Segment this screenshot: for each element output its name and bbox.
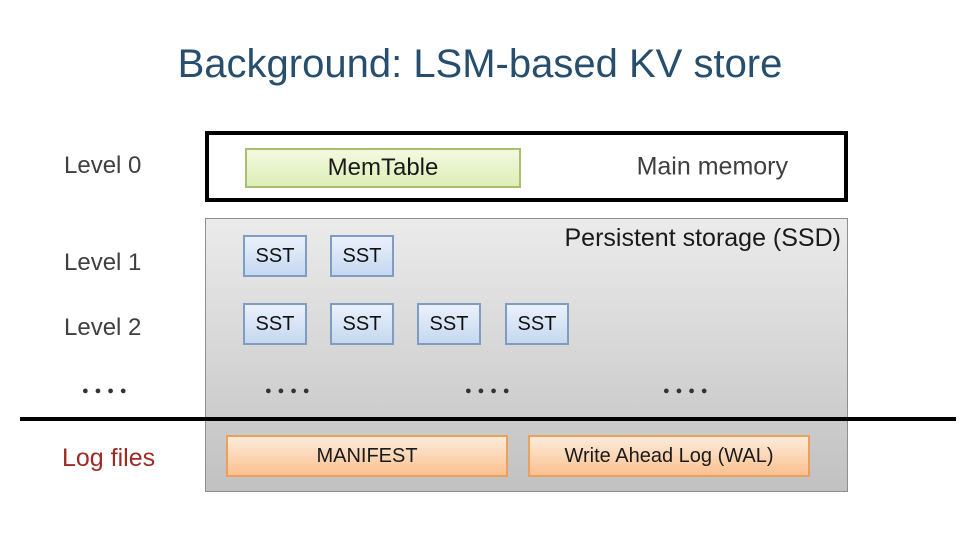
sst-box: SST — [243, 303, 307, 345]
ellipsis-dots: ●●●● — [82, 385, 133, 397]
log-files-label: Log files — [62, 444, 156, 472]
sst-box: SST — [243, 235, 307, 277]
memtable-label: MemTable — [327, 154, 439, 181]
sst-box: SST — [330, 235, 394, 277]
ellipsis-dots: ●●●● — [265, 385, 316, 397]
sst-label: SST — [342, 245, 382, 267]
ellipsis-dots: ●●●● — [663, 385, 714, 397]
level-2-label: Level 2 — [64, 314, 142, 341]
manifest-box: MANIFEST — [226, 435, 508, 477]
memtable-box: MemTable — [245, 148, 521, 188]
main-memory-label: Main memory — [636, 152, 788, 180]
manifest-label: MANIFEST — [316, 445, 418, 467]
level-1-label: Level 1 — [64, 249, 142, 276]
sst-label: SST — [255, 313, 295, 335]
sst-label: SST — [342, 313, 382, 335]
sst-label: SST — [255, 245, 295, 267]
separator-line — [20, 417, 956, 421]
sst-box: SST — [330, 303, 394, 345]
ellipsis-dots: ●●●● — [465, 385, 516, 397]
level-0-label: Level 0 — [64, 152, 142, 179]
sst-box: SST — [417, 303, 481, 345]
main-memory-box: MemTable Main memory — [205, 131, 848, 202]
wal-box: Write Ahead Log (WAL) — [528, 435, 810, 477]
sst-label: SST — [517, 313, 557, 335]
slide-title: Background: LSM-based KV store — [177, 42, 783, 86]
sst-label: SST — [429, 313, 469, 335]
persistent-storage-label: Persistent storage (SSD) — [564, 224, 842, 252]
wal-label: Write Ahead Log (WAL) — [564, 445, 774, 467]
sst-box: SST — [505, 303, 569, 345]
